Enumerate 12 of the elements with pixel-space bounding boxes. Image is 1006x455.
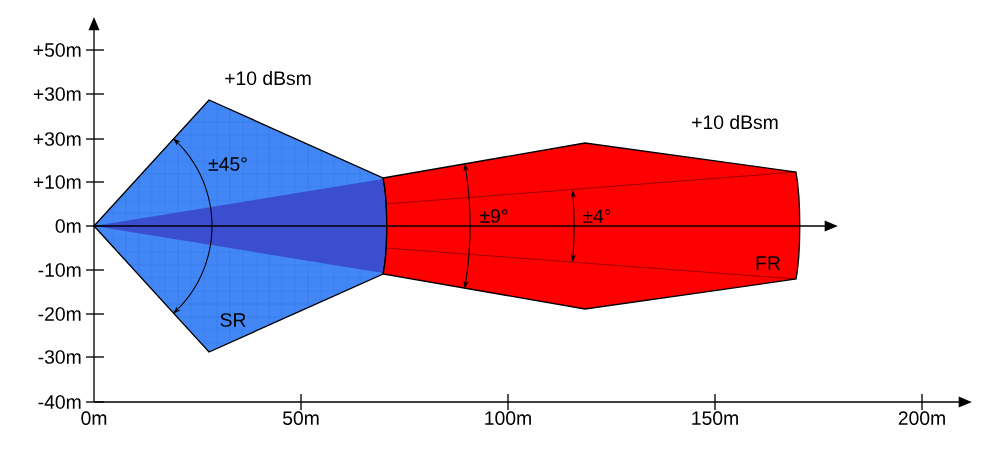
axis-label: -30m <box>38 350 81 364</box>
angle-label: ±9° <box>480 209 508 223</box>
axis-label: 150m <box>692 411 738 425</box>
axis-label: 50m <box>283 411 319 425</box>
axis-label: 100m <box>485 411 531 425</box>
angle-label: ±45° <box>208 157 247 171</box>
axis-label: +50m <box>33 43 81 57</box>
angle-label: ±4° <box>583 209 611 223</box>
axis-label: 0m <box>81 411 107 425</box>
axis-label: 200m <box>898 411 945 425</box>
axis-label: +30m <box>33 87 81 101</box>
axis-label: -40m <box>38 395 81 409</box>
